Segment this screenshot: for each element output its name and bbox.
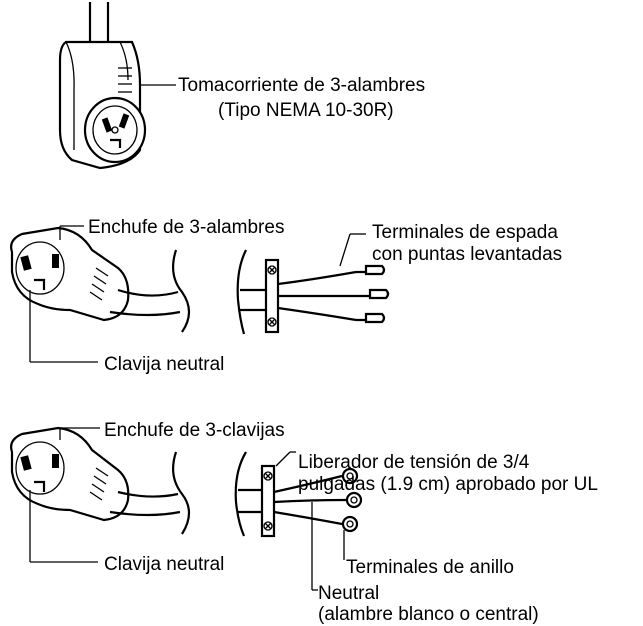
break-mark	[234, 451, 247, 537]
receptacle-label-line1: Tomacorriente de 3-alambres	[178, 75, 425, 96]
ring-strain-relief	[260, 464, 276, 538]
spade-terminals	[356, 264, 390, 324]
receptacle-label-line2: (Tipo NEMA 10-30R)	[218, 100, 394, 121]
break-mark	[171, 249, 191, 333]
strain-relief-label-line2: pulgadas (1.9 cm) aprobado por UL	[298, 474, 598, 495]
spade-neutral-label: Clavija neutral	[104, 354, 224, 375]
neutral-wire-label-line2: (alambre blanco o central)	[318, 604, 539, 625]
ring-terminals-label: Terminales de anillo	[346, 557, 514, 578]
break-mark	[236, 249, 247, 335]
ring-plug-illustration	[10, 426, 181, 522]
break-mark	[171, 451, 191, 535]
ring-terminals	[341, 467, 363, 533]
ring-neutral-label: Clavija neutral	[104, 554, 224, 575]
strain-relief-label-line1: Liberador de tensión de 3/4	[298, 452, 530, 473]
receptacle-illustration	[58, 2, 147, 170]
ring-plug-label: Enchufe de 3-clavijas	[104, 420, 285, 441]
spade-strain-relief	[264, 258, 280, 334]
spade-plug-label: Enchufe de 3-alambres	[88, 217, 284, 238]
spade-terminals-label-line1: Terminales de espada	[372, 222, 558, 243]
spade-terminals-label-line2: con puntas levantadas	[372, 244, 562, 265]
spade-plug-illustration	[10, 226, 181, 322]
neutral-wire-label-line1: Neutral	[318, 583, 379, 604]
